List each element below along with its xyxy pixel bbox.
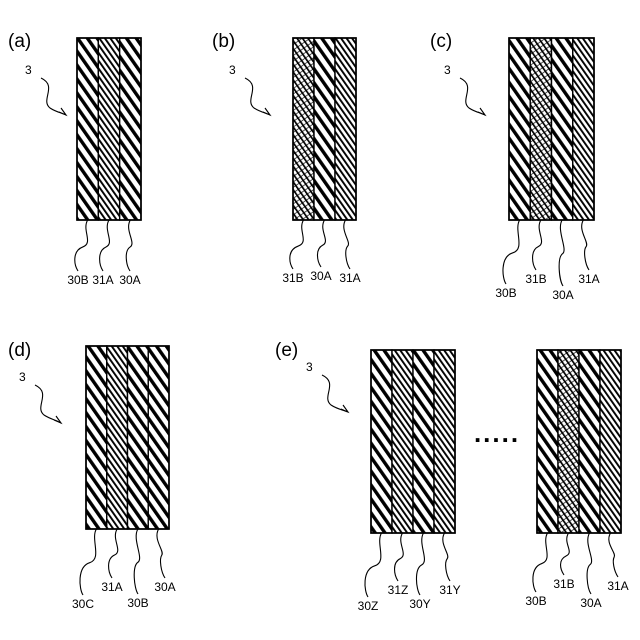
leader-line-31b: [561, 533, 570, 575]
panel-a-layer-stack: 30B 31A 30A: [67, 38, 141, 287]
layer-label-30a: 30A: [580, 596, 601, 610]
leader-line-30c: [80, 529, 96, 595]
panel-b-label: (b): [212, 31, 235, 52]
layer-label-31b: 31B: [553, 577, 574, 591]
leader-line-31y: [443, 533, 450, 581]
layer-label-31b: 31B: [282, 271, 303, 285]
layer-strip-30a: [579, 350, 600, 533]
panel-e-label: (e): [275, 340, 298, 361]
layer-label-30b: 30B: [495, 286, 516, 300]
panel-e-layer-stack-z: 30Z 31Z30Y 31Y: [358, 350, 461, 613]
panel-c-layer-stack: 30B 31B 30A 31A: [495, 38, 599, 302]
layer-label-30b: 30B: [67, 273, 88, 287]
leader-line-30b: [134, 529, 139, 594]
leader-line-31a: [582, 220, 589, 270]
layer-label-31a: 31A: [578, 272, 599, 286]
leader-line-31a: [100, 220, 110, 271]
layer-label-30b: 30B: [127, 596, 148, 610]
leader-line-31b: [533, 220, 542, 270]
layer-strip-31b: [558, 350, 579, 533]
layer-strip-31b: [530, 38, 551, 220]
leader-line-31z: [395, 533, 404, 581]
panel-d-ref-arrow: [35, 385, 61, 423]
layer-strip-31a: [600, 350, 621, 533]
leader-line-30b: [503, 220, 520, 284]
panel-d-layer-stack: 30C 31A 30B 30A: [72, 346, 176, 611]
panel-c-ref-arrow: [460, 78, 485, 115]
leader-line-30a: [157, 529, 165, 578]
panel-a-ref-numeral: 3: [25, 63, 32, 77]
layer-label-30a: 30A: [552, 288, 573, 302]
layer-strip-31b: [293, 38, 314, 220]
layer-label-31z: 31Z: [388, 583, 409, 597]
layer-strip-30a: [148, 346, 169, 529]
layer-strip-31z: [392, 350, 413, 533]
layer-strip-30c: [86, 346, 107, 529]
leader-line-30a: [317, 220, 325, 267]
layer-strip-30b: [77, 38, 98, 220]
leader-line-31a: [609, 533, 618, 577]
panel-b-ref-arrow: [245, 78, 270, 115]
leader-line-31a: [344, 220, 350, 269]
layer-label-30a: 30A: [310, 269, 331, 283]
layer-strip-30b: [509, 38, 530, 220]
panel-d-label: (d): [8, 340, 31, 361]
layer-label-30c: 30C: [72, 597, 94, 611]
panel-a-ref-arrow: [41, 78, 66, 115]
layer-label-30z: 30Z: [358, 599, 379, 613]
leader-line-30b: [75, 220, 88, 271]
leader-line-31b: [290, 220, 304, 269]
layer-label-31a: 31A: [101, 580, 122, 594]
panel-e-layer-stack-a: 30B 31B 30A 31A: [525, 350, 628, 610]
panel-a-label: (a): [8, 31, 31, 52]
layer-strip-30b: [128, 346, 149, 529]
panel-e-ref-arrow: [322, 375, 348, 412]
panel-e-ellipsis: .....: [474, 418, 520, 448]
layer-label-31a: 31A: [607, 579, 628, 593]
layer-strip-30a: [552, 38, 573, 220]
leader-line-30y: [416, 533, 424, 595]
layer-label-30a: 30A: [119, 273, 140, 287]
layer-label-31y: 31Y: [439, 583, 460, 597]
leader-line-30a: [587, 533, 592, 594]
leader-line-30b: [533, 533, 548, 592]
layer-strip-30a: [120, 38, 141, 220]
layer-strip-31a: [335, 38, 356, 220]
panel-b-ref-numeral: 3: [229, 63, 236, 77]
layer-label-30y: 30Y: [409, 597, 430, 611]
layer-label-31a: 31A: [92, 273, 113, 287]
leader-line-30z: [365, 533, 382, 597]
layer-strip-31a: [98, 38, 119, 220]
layer-strip-31a: [573, 38, 594, 220]
layer-strip-30b: [537, 350, 558, 533]
layer-label-30b: 30B: [525, 594, 546, 608]
panel-d-ref-numeral: 3: [19, 370, 26, 384]
panel-c-ref-numeral: 3: [444, 63, 451, 77]
layer-strip-30a: [314, 38, 335, 220]
panel-e-ref-numeral: 3: [306, 360, 313, 374]
layer-label-31b: 31B: [525, 272, 546, 286]
leader-line-31a: [109, 529, 118, 578]
layer-strip-31a: [107, 346, 128, 529]
leader-line-30a: [559, 220, 564, 286]
layer-label-30a: 30A: [154, 580, 175, 594]
layer-strip-30y: [413, 350, 434, 533]
panel-c-label: (c): [430, 31, 452, 52]
layer-strip-30z: [371, 350, 392, 533]
panel-b-layer-stack: 31B 30A 31A: [282, 38, 360, 285]
leader-line-30a: [126, 220, 132, 271]
layer-strip-31y: [434, 350, 455, 533]
layer-label-31a: 31A: [339, 271, 360, 285]
